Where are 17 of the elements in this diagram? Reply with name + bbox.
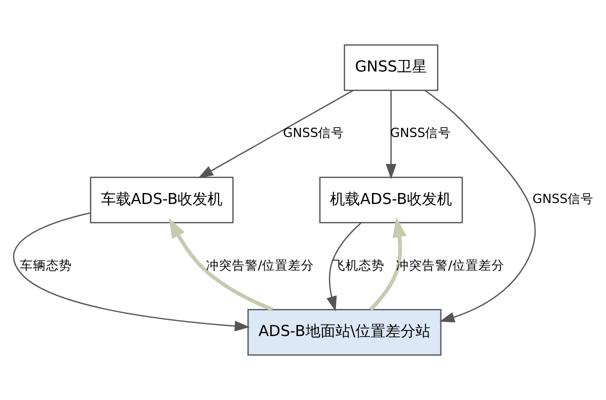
node-box: ADS-B地面站\位置差分站 [247, 308, 442, 356]
edge-label: 飞机态势 [332, 257, 384, 272]
node-box: GNSS卫星 [344, 44, 438, 92]
arrow [369, 217, 407, 311]
arrow [326, 222, 362, 312]
arrow [424, 90, 536, 322]
arrow [168, 218, 274, 312]
node-box: 车载ADS-B收发机 [90, 176, 234, 224]
arrow [198, 90, 354, 178]
edge-label: 冲突告警/位置差分 [206, 257, 314, 272]
edge-label: 冲突告警/位置差分 [396, 257, 504, 272]
arrow [386, 90, 396, 180]
arrow [13, 212, 250, 332]
node-box: 机载ADS-B收发机 [319, 176, 463, 224]
edge-label: GNSS信号 [532, 191, 594, 206]
edge-label: GNSS信号 [283, 125, 344, 140]
edge-label: 车辆态势 [20, 257, 72, 272]
